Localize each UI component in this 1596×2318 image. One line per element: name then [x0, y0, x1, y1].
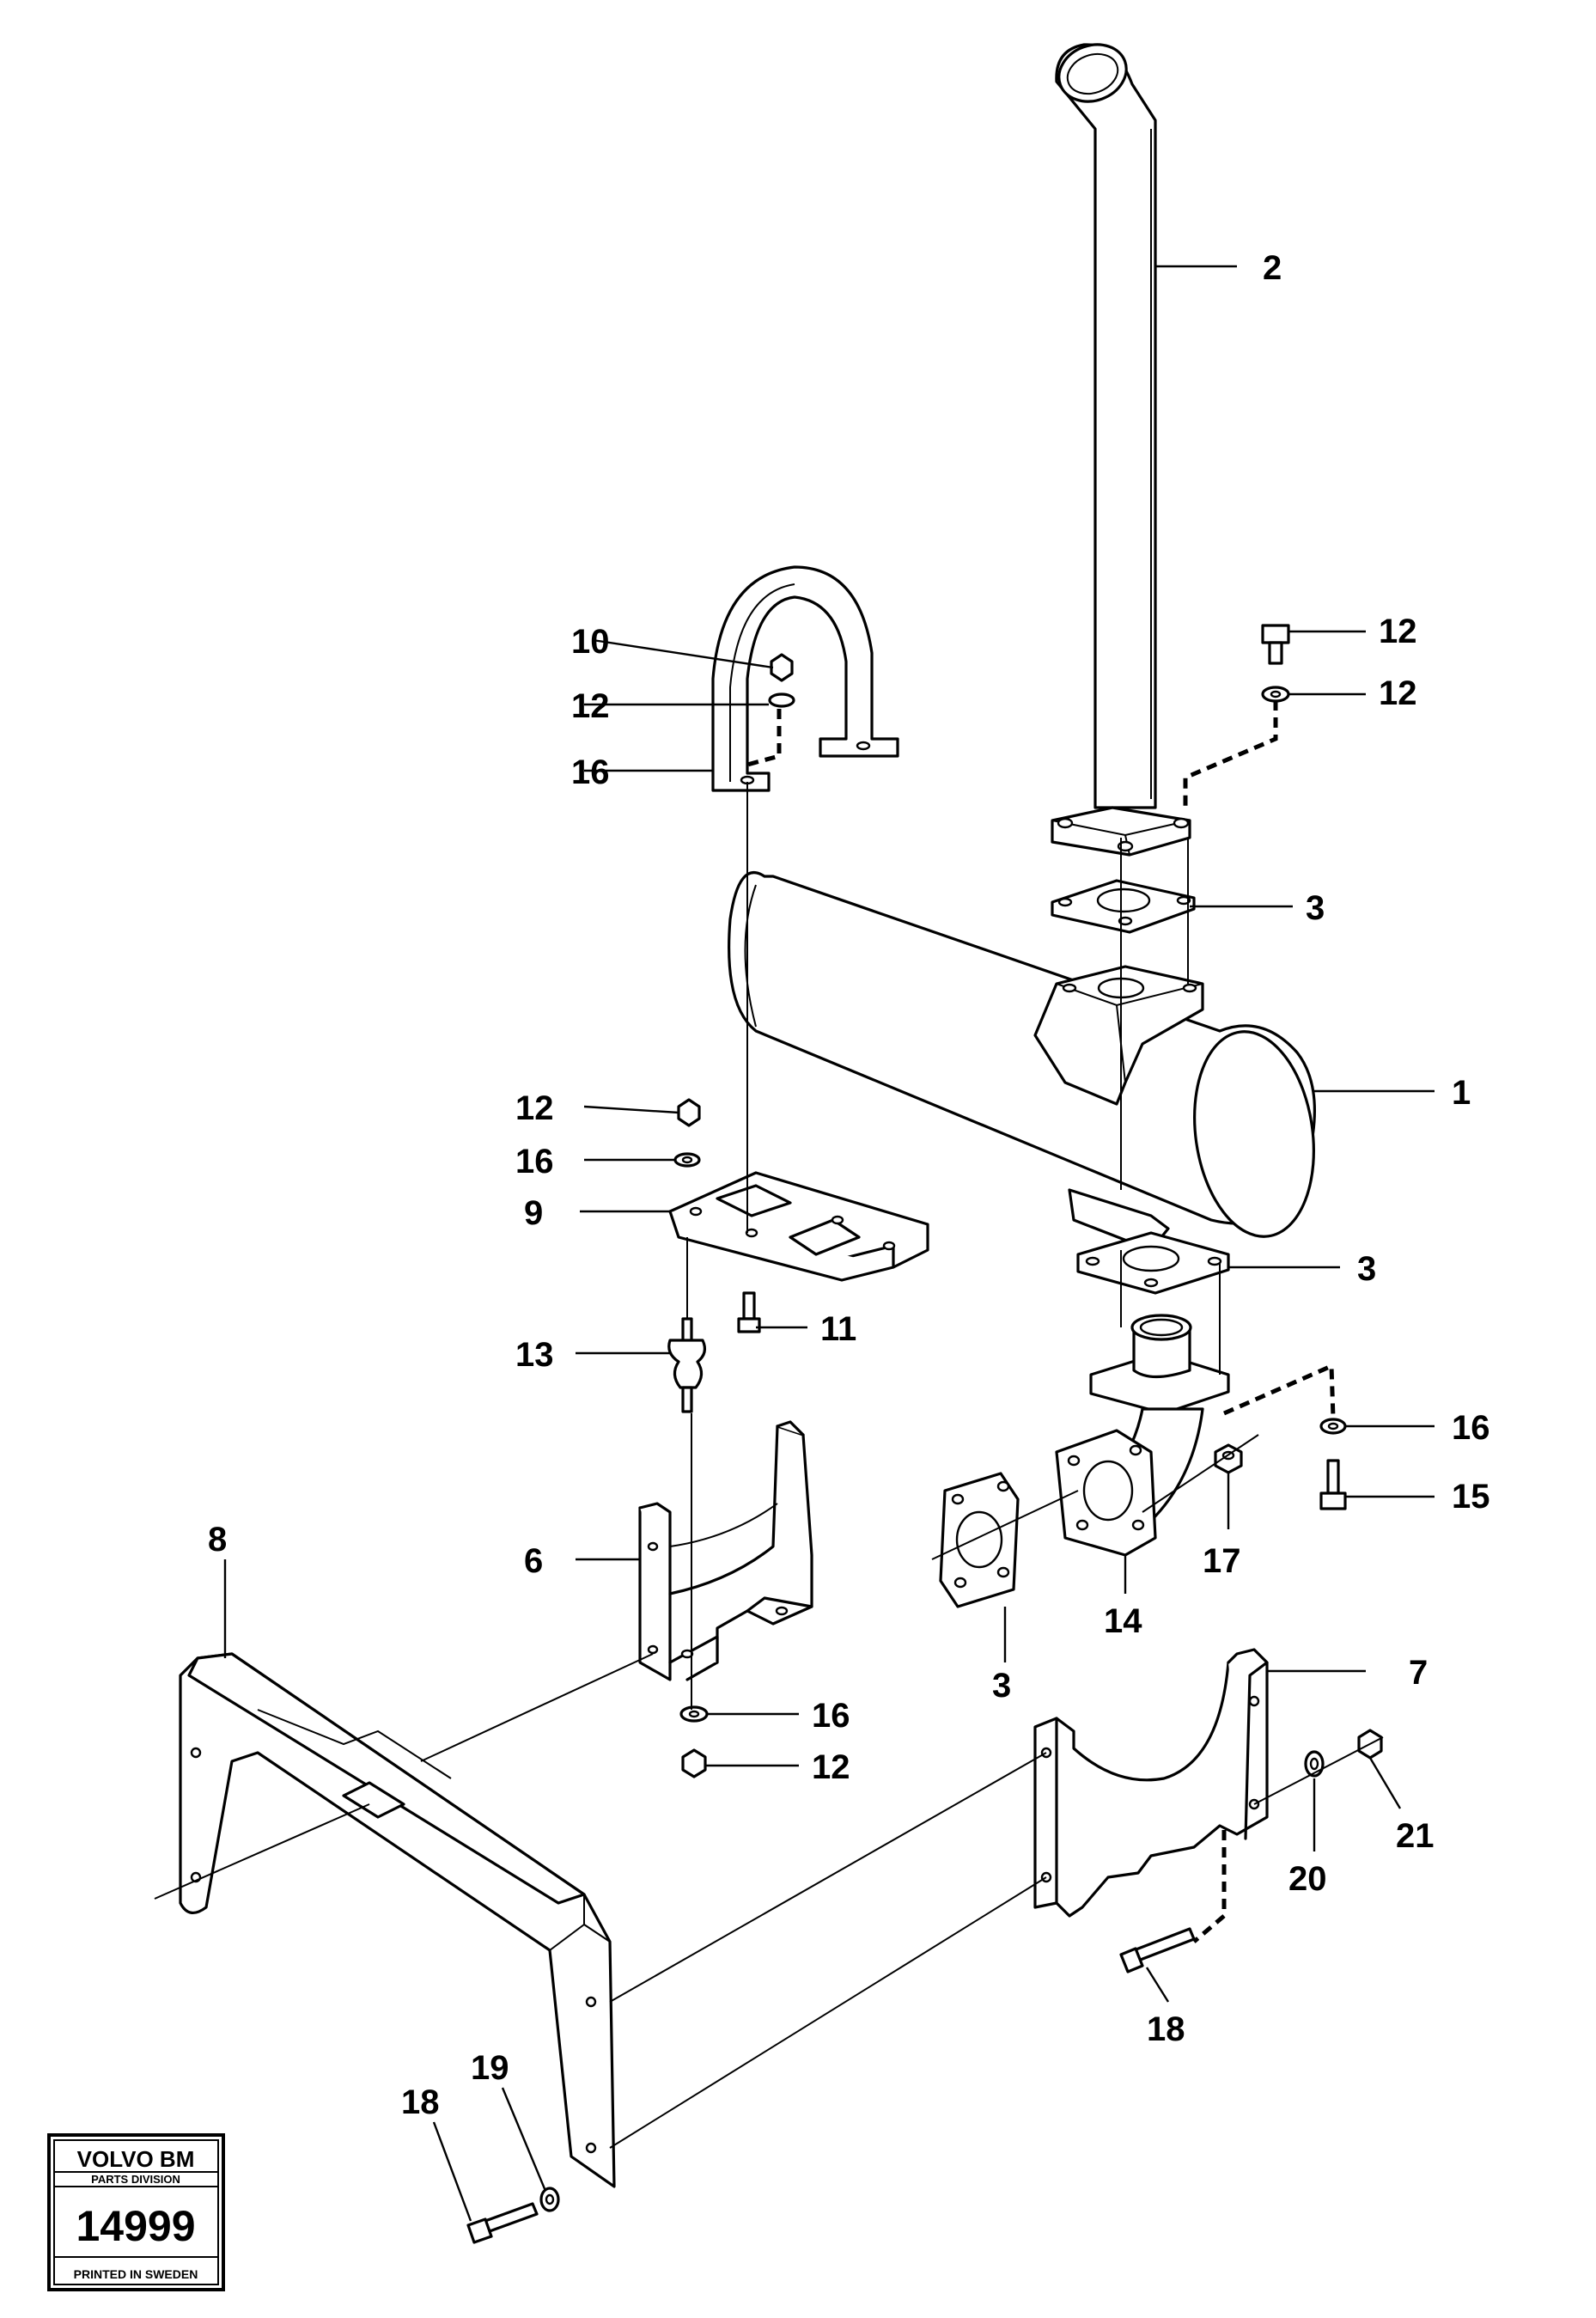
elbow-pipe — [1055, 1314, 1230, 1557]
frame — [179, 1652, 616, 2188]
callout-16-bottom: 16 — [812, 1697, 850, 1735]
callout-3-upper: 3 — [1306, 889, 1325, 927]
callout-12-bottom: 12 — [812, 1748, 850, 1786]
callout-16-top: 16 — [571, 753, 610, 791]
leader-lines — [223, 265, 1435, 2222]
callout-21: 21 — [1396, 1817, 1435, 1855]
gasket-middle — [1076, 1231, 1230, 1295]
exhaust-pipe — [1055, 43, 1157, 809]
u-clamp — [711, 565, 899, 792]
callout-15: 15 — [1452, 1478, 1490, 1516]
callout-2: 2 — [1263, 249, 1282, 287]
callout-4: 12 — [1379, 613, 1417, 650]
callout-5: 12 — [1379, 674, 1417, 712]
callout-12-plate: 12 — [515, 1089, 554, 1127]
gasket-upper — [1051, 879, 1196, 934]
alignment-lines — [154, 782, 1384, 2149]
callout-18-left: 18 — [401, 2083, 440, 2121]
bolt-right — [1119, 1927, 1196, 1973]
bolt-left — [466, 2187, 560, 2244]
callout-18-right: 18 — [1147, 2010, 1185, 2048]
callout-20: 20 — [1288, 1860, 1327, 1898]
callout-16-right: 16 — [1452, 1409, 1490, 1447]
callout-10: 10 — [571, 623, 610, 661]
dashed-paths — [746, 700, 1336, 1943]
callout-9: 9 — [524, 1194, 543, 1232]
badge-division: PARTS DIVISION — [91, 2173, 180, 2186]
mount-fasteners — [679, 1705, 709, 1778]
callout-labels: 2 12 12 3 1 3 16 15 17 14 3 7 20 21 18 1… — [208, 249, 1490, 2121]
elbow-fasteners — [1214, 1418, 1347, 1510]
volvo-bm-badge: VOLVO BM PARTS DIVISION 14999 PRINTED IN… — [47, 2133, 225, 2291]
bracket-fasteners — [1304, 1729, 1383, 1778]
muffler — [728, 871, 1316, 1252]
badge-brand: VOLVO BM — [77, 2146, 195, 2172]
callout-11: 11 — [820, 1310, 856, 1348]
plate-fasteners — [673, 1098, 701, 1168]
callout-8: 8 — [208, 1521, 227, 1559]
callout-16-plate: 16 — [515, 1143, 554, 1180]
bracket-7 — [1033, 1648, 1269, 1918]
flange-bolt — [1261, 624, 1290, 703]
callout-19: 19 — [471, 2049, 509, 2087]
callout-3-lower: 3 — [992, 1667, 1011, 1705]
callout-12-top: 12 — [571, 687, 610, 725]
callout-3-middle: 3 — [1357, 1250, 1376, 1288]
callout-17: 17 — [1203, 1542, 1241, 1580]
pipe-flange — [1051, 806, 1191, 857]
rubber-mount — [667, 1317, 707, 1413]
badge-number: 14999 — [76, 2202, 195, 2250]
bracket-6 — [638, 1420, 813, 1681]
callout-6: 6 — [524, 1542, 543, 1580]
callout-1: 1 — [1452, 1074, 1471, 1112]
callout-13: 13 — [515, 1336, 554, 1374]
badge-footer: PRINTED IN SWEDEN — [74, 2267, 198, 2281]
callout-7: 7 — [1409, 1654, 1428, 1692]
gasket-lower — [939, 1472, 1020, 1608]
plate-bolt — [737, 1291, 761, 1333]
mounting-plate — [668, 1171, 929, 1282]
callout-14: 14 — [1104, 1602, 1142, 1640]
